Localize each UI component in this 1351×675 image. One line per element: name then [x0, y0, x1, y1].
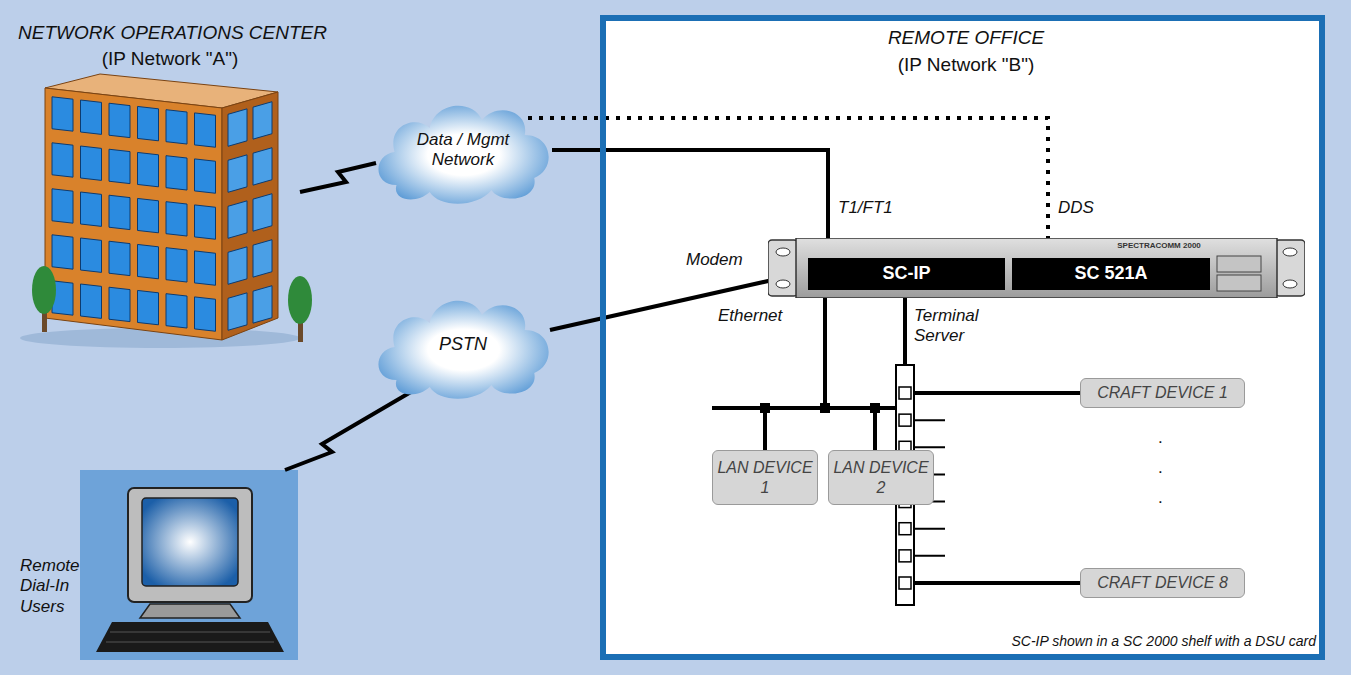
- node-text: (IP Network "B"): [846, 54, 1086, 77]
- node-text: SC 521A: [1074, 263, 1147, 285]
- connector: [905, 290, 1080, 393]
- node-text: LAN DEVICE 2: [833, 458, 929, 496]
- node-text: Remote Dial-In Users: [20, 556, 82, 617]
- network-cloud: Data / Mgmt Network: [368, 90, 558, 210]
- craft-device: CRAFT DEVICE 1: [1080, 378, 1245, 408]
- node-text: SC-IP: [882, 263, 930, 285]
- edge-label: T1/FT1: [838, 198, 918, 218]
- ellipsis-dot: .: [1158, 458, 1163, 478]
- connector: [285, 389, 416, 470]
- node-text: (IP Network "A"): [18, 48, 322, 71]
- card-panel: SC 521A: [1012, 258, 1210, 290]
- edge-label: Ethernet: [718, 306, 808, 326]
- edge-label: Modem: [686, 250, 756, 270]
- connector: [825, 290, 875, 450]
- office-ground: [600, 15, 1325, 660]
- shelf: SPECTRACOMM 2000SC-IP SC 521A: [768, 238, 1305, 298]
- node-text: SC-IP shown in a SC 2000 shelf with a DS…: [906, 633, 1316, 650]
- node-text: LAN DEVICE 1: [717, 458, 813, 496]
- craft-device: CRAFT DEVICE 8: [1080, 568, 1245, 598]
- node-text: CRAFT DEVICE 8: [1097, 573, 1228, 592]
- card-panel: SC-IP: [808, 258, 1005, 290]
- ellipsis-dot: .: [1158, 488, 1163, 508]
- edge-label: DDS: [1058, 198, 1118, 218]
- node-text: PSTN: [439, 334, 487, 356]
- connector: [528, 118, 1048, 258]
- network-cloud: PSTN: [368, 285, 558, 405]
- connector: [905, 290, 1080, 583]
- node-text: NETWORK OPERATIONS CENTER: [18, 22, 322, 45]
- computer: [80, 470, 298, 660]
- ellipsis-dot: .: [1158, 428, 1163, 448]
- node-text: REMOTE OFFICE: [846, 27, 1086, 50]
- dial-in-users: Remote Dial-In Users: [15, 470, 305, 660]
- lan-device: LAN DEVICE 1: [712, 450, 818, 505]
- lan-device: LAN DEVICE 2: [828, 450, 934, 505]
- connector: [300, 163, 376, 192]
- node-text: SPECTRACOMM 2000: [1104, 241, 1214, 251]
- building: [20, 74, 312, 348]
- edge-label: Terminal Server: [914, 306, 1014, 346]
- node-text: CRAFT DEVICE 1: [1097, 383, 1228, 402]
- operations-center: NETWORK OPERATIONS CENTER (IP Network "A"…: [18, 22, 322, 342]
- node-text: Data / Mgmt Network: [407, 130, 519, 171]
